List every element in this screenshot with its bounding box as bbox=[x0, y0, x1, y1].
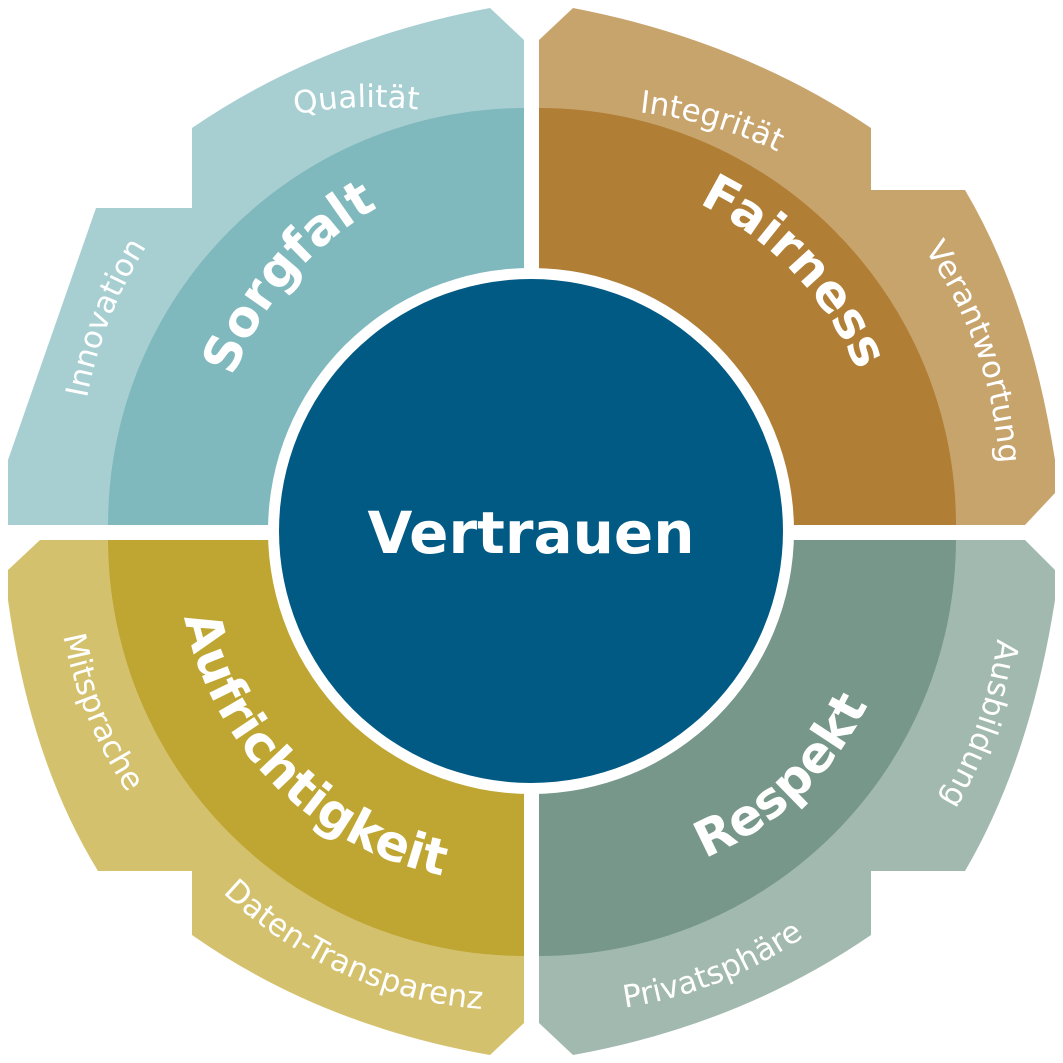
qualitaet-label: Qualität bbox=[290, 79, 421, 122]
center-label: Vertrauen bbox=[367, 499, 694, 567]
center-circle bbox=[279, 279, 783, 783]
